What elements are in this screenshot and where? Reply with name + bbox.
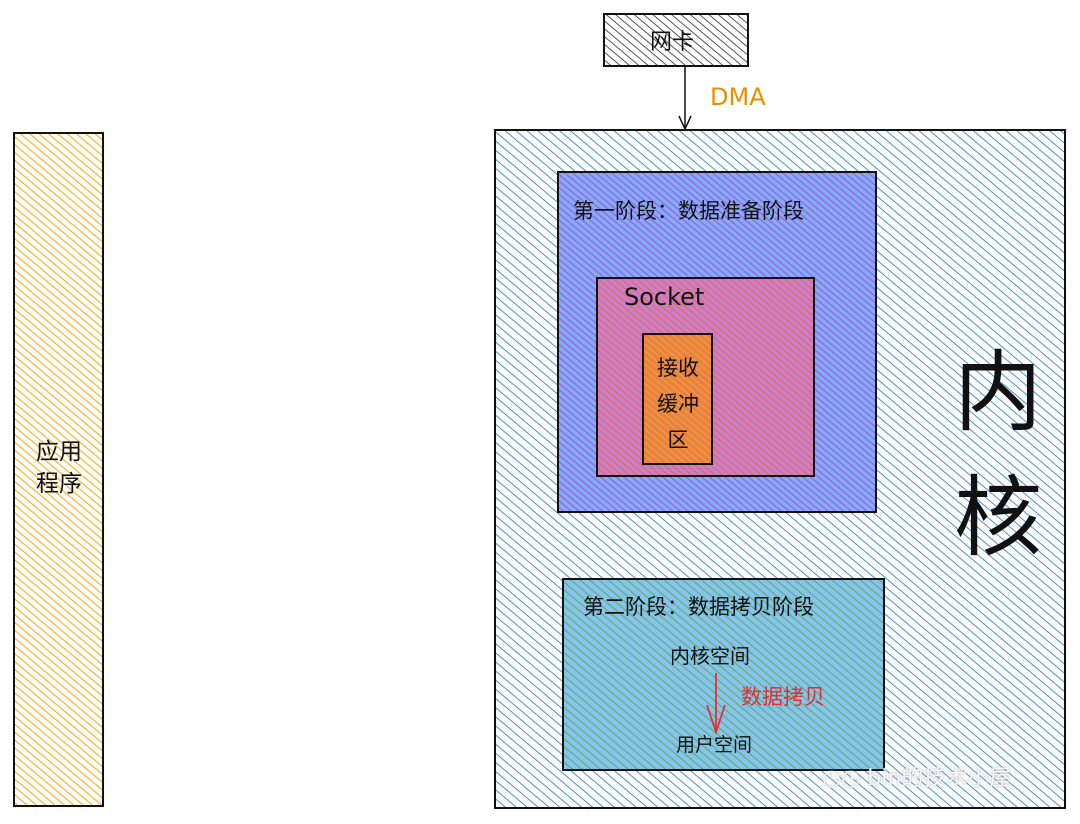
- kernel-space-label: 内核空间: [670, 644, 750, 668]
- wechat-icon: ◔◔: [822, 766, 868, 791]
- kernel-label: 内核: [954, 341, 1043, 569]
- receive-buffer-label: 接收缓冲区: [657, 356, 699, 452]
- app-label: 应用程序: [36, 439, 82, 497]
- app-box: [13, 132, 104, 807]
- watermark: ◔◔ bin的技术小屋: [822, 766, 1012, 791]
- dma-label: DMA: [710, 83, 766, 111]
- phase2-title: 第二阶段：数据拷贝阶段: [583, 595, 814, 619]
- copy-label: 数据拷贝: [741, 685, 825, 709]
- user-space-label: 用户空间: [676, 734, 753, 756]
- copy-arrow: [706, 673, 726, 735]
- socket-label: Socket: [624, 283, 705, 311]
- nic-label: 网卡: [650, 30, 695, 55]
- nic-box: [603, 13, 749, 67]
- dma-arrow: [678, 66, 692, 131]
- phase2-box: [562, 578, 885, 771]
- receive-buffer-box: [642, 333, 713, 465]
- phase1-title: 第一阶段：数据准备阶段: [573, 199, 804, 223]
